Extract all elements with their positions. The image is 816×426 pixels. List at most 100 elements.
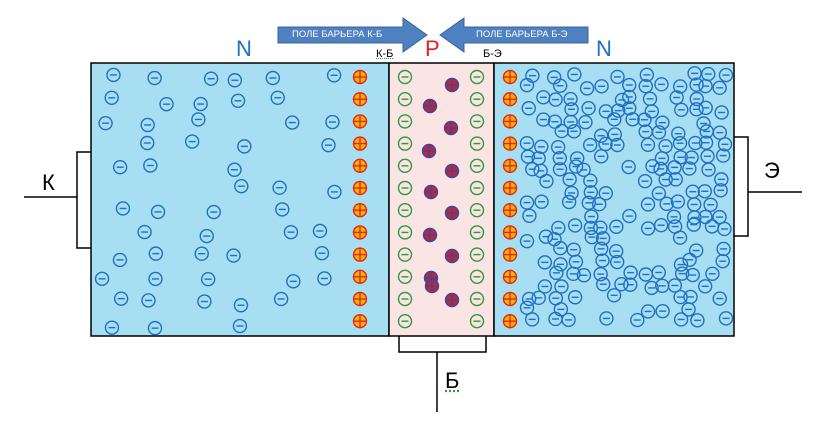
electron bbox=[638, 79, 653, 94]
electron bbox=[147, 320, 163, 336]
emitter-terminal-label: Э bbox=[764, 158, 780, 183]
electron bbox=[698, 78, 713, 94]
electron bbox=[314, 246, 330, 261]
electron bbox=[104, 90, 119, 106]
donor-ion bbox=[352, 114, 368, 129]
donor-ion bbox=[352, 69, 368, 85]
electron bbox=[653, 218, 669, 233]
electron bbox=[697, 279, 713, 294]
electron bbox=[552, 162, 568, 177]
donor-ion bbox=[502, 91, 518, 107]
hole bbox=[443, 120, 459, 136]
electron bbox=[593, 128, 609, 143]
electron bbox=[621, 159, 636, 175]
electron bbox=[534, 139, 549, 154]
electron bbox=[143, 158, 158, 173]
electron bbox=[655, 115, 670, 130]
electron bbox=[640, 197, 656, 212]
electron bbox=[581, 101, 596, 116]
electron bbox=[595, 231, 611, 246]
electron bbox=[698, 209, 713, 225]
electron bbox=[637, 173, 653, 189]
electron bbox=[671, 126, 686, 141]
electron bbox=[673, 257, 689, 272]
electron bbox=[717, 137, 733, 152]
donor-ion bbox=[352, 314, 368, 329]
junction-be-label: Б-Э bbox=[483, 48, 502, 60]
hole bbox=[444, 77, 460, 93]
acceptor-ion bbox=[397, 314, 413, 329]
electron bbox=[712, 209, 727, 225]
donor-ion bbox=[352, 269, 368, 284]
electron bbox=[312, 223, 328, 239]
electron bbox=[593, 266, 608, 282]
electron bbox=[150, 204, 166, 220]
hole bbox=[423, 184, 439, 200]
electron bbox=[595, 253, 610, 268]
electron bbox=[594, 79, 609, 94]
electron bbox=[563, 91, 578, 107]
electron bbox=[191, 112, 206, 127]
electron bbox=[147, 70, 162, 86]
electron bbox=[270, 90, 285, 105]
acceptor-ion bbox=[397, 136, 413, 151]
acceptor-ion bbox=[469, 247, 485, 262]
electron bbox=[644, 280, 659, 296]
electron bbox=[321, 137, 336, 153]
electron bbox=[552, 78, 568, 93]
donor-ion bbox=[502, 269, 518, 284]
acceptor-ion bbox=[397, 202, 413, 218]
electron bbox=[579, 81, 595, 96]
acceptor-ion bbox=[469, 314, 485, 329]
arrow-right-label: ПОЛЕ БАРЬЕРА Б-Э bbox=[476, 29, 568, 40]
acceptor-ion bbox=[469, 136, 485, 151]
electron bbox=[234, 178, 249, 194]
electron bbox=[265, 70, 281, 86]
electron bbox=[583, 173, 598, 188]
electron bbox=[148, 246, 164, 261]
donor-ion bbox=[502, 114, 518, 129]
electron bbox=[521, 101, 536, 116]
electron bbox=[682, 161, 697, 176]
electron bbox=[593, 241, 609, 256]
hole bbox=[444, 163, 460, 179]
electron bbox=[644, 104, 660, 119]
electron bbox=[623, 265, 638, 280]
electron bbox=[672, 79, 688, 94]
electron bbox=[607, 127, 622, 142]
electron bbox=[672, 230, 688, 245]
electron bbox=[611, 103, 626, 118]
acceptor-ion bbox=[469, 269, 485, 284]
acceptor-ion bbox=[397, 180, 413, 196]
electron bbox=[561, 194, 577, 210]
electron bbox=[519, 233, 535, 249]
electron bbox=[536, 112, 551, 127]
electron bbox=[622, 101, 637, 116]
electron bbox=[140, 117, 155, 133]
donor-ion bbox=[352, 136, 368, 151]
donor-ion bbox=[502, 180, 518, 196]
electron bbox=[609, 219, 624, 234]
electron bbox=[140, 135, 155, 151]
electron bbox=[317, 271, 332, 286]
base-bracket bbox=[398, 336, 487, 353]
electron bbox=[610, 137, 625, 153]
donor-ion bbox=[352, 91, 368, 107]
hole bbox=[444, 292, 460, 308]
electron bbox=[206, 204, 221, 220]
hole bbox=[422, 98, 438, 114]
electron bbox=[325, 114, 340, 130]
hole bbox=[444, 248, 460, 264]
electron bbox=[686, 217, 702, 232]
donor-ion bbox=[352, 202, 368, 218]
electron bbox=[582, 137, 598, 153]
electron bbox=[548, 92, 563, 107]
electron bbox=[524, 312, 540, 327]
electron bbox=[717, 221, 732, 237]
electron bbox=[566, 124, 582, 139]
electron bbox=[561, 312, 576, 328]
electron bbox=[576, 268, 592, 283]
electron bbox=[552, 151, 568, 166]
electron bbox=[592, 197, 607, 212]
electron bbox=[286, 274, 301, 289]
